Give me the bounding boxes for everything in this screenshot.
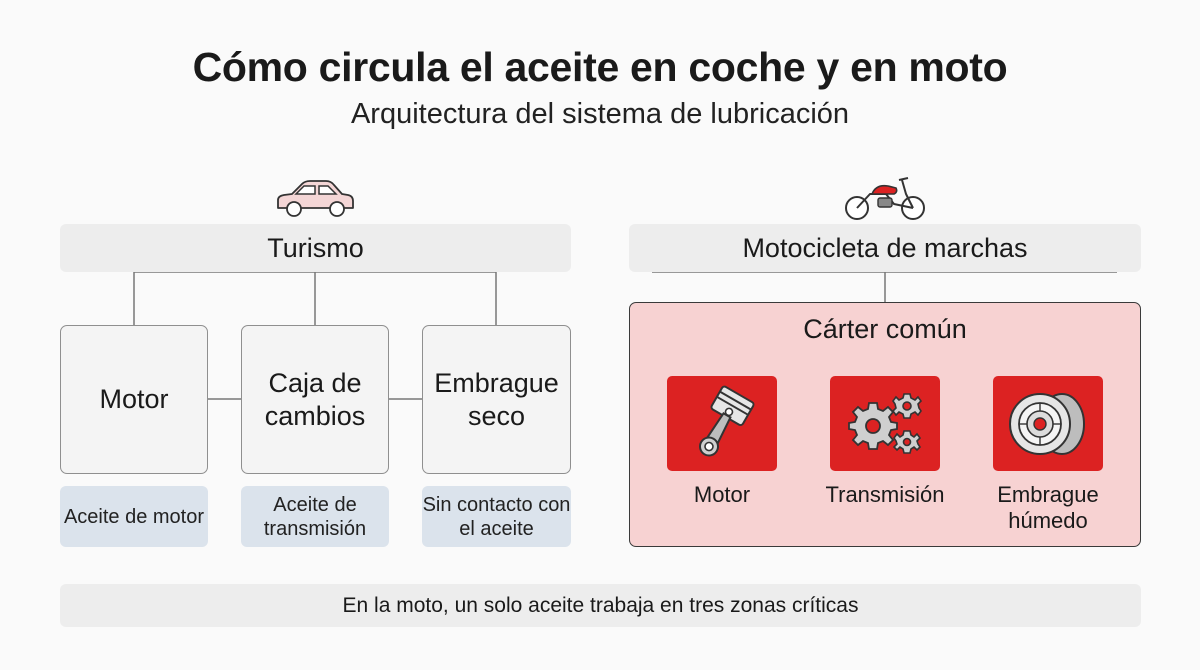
car-node-dry-clutch: Embrague seco [422, 325, 571, 474]
page-title: Cómo circula el aceite en coche y en mot… [192, 44, 1008, 90]
moto-tile-wet-clutch [993, 376, 1103, 471]
sump-title: Cárter común [803, 314, 967, 344]
moto-label-motor: Motor [693, 482, 751, 507]
moto-label-transmission: Transmisión [825, 482, 945, 507]
moto-tile-motor [667, 376, 777, 471]
moto-label-wet-clutch: Embrague húmedo [997, 482, 1099, 534]
car-node-motor: Motor [60, 325, 208, 474]
clutch-icon [1009, 392, 1085, 455]
moto-header: Motocicleta de marchas [629, 224, 1141, 272]
gears-icon [848, 392, 923, 454]
car-icon [277, 180, 354, 217]
car-oil-clutch: Sin contacto con el aceite [422, 486, 571, 547]
car-oil-motor: Aceite de motor [60, 486, 208, 547]
page-subtitle: Arquitectura del sistema de lubricación [350, 98, 850, 130]
motorcycle-icon [845, 177, 925, 220]
footer-note: En la moto, un solo aceite trabaja en tr… [60, 584, 1141, 627]
moto-tile-transmission [830, 376, 940, 471]
piston-icon [699, 385, 755, 457]
car-tree-lines [133, 271, 497, 400]
car-node-gearbox: Caja de cambios [241, 325, 389, 474]
car-header: Turismo [60, 224, 571, 272]
car-oil-gearbox: Aceite de transmisión [241, 486, 389, 547]
